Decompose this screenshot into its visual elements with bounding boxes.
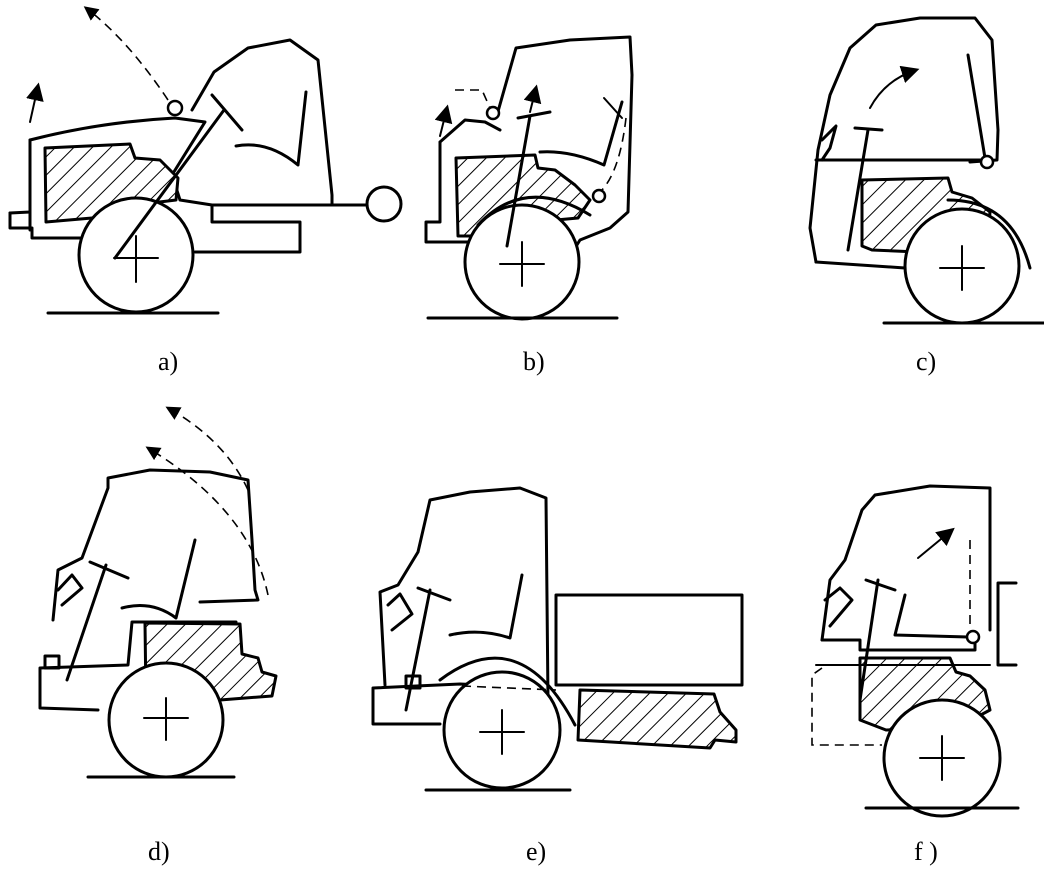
front-face [823,586,854,628]
wheel-center-cross [143,697,189,741]
wheel-center-cross [939,245,985,291]
tilt-arrow [917,527,955,559]
front-pivot [485,105,501,121]
rear-tilt-dash [601,117,627,191]
wheel-center-cross [479,709,525,755]
tilt-path-arrow [83,6,169,101]
lowered-cab-dash [811,667,882,746]
panel-label-d: d) [148,837,170,866]
steering-column [65,563,108,682]
panel-label-f: f ) [914,837,938,866]
engine-block [576,688,738,750]
steering-wheel [88,560,130,580]
chassis-outline [8,203,302,254]
steering-wheel [210,93,244,132]
steering-wheel [864,578,897,592]
steering-wheel [416,586,452,602]
seat [120,538,197,620]
front-lift-arrow [434,104,453,137]
steering-column [505,114,532,248]
rear-frame [996,581,1018,667]
cab-shell [808,16,1000,264]
seat [234,90,308,167]
panel-label-a: a) [158,347,178,376]
panel-label-e: e) [526,837,546,866]
rear-pivot [591,188,607,204]
panel-a [8,6,403,315]
wheel-center-cross [499,241,545,287]
tilt-pivot [166,99,184,117]
panel-e [371,486,744,792]
front-face [820,124,838,162]
body-lower [814,260,907,270]
steering-column [404,588,432,712]
wheel-center-cross [113,235,159,283]
inner-tilt-arrow [145,446,269,596]
front-tilt-dash [455,89,491,109]
seat [893,593,970,639]
steering-column [846,128,870,252]
cargo-box [554,593,744,687]
panel-b [424,35,634,321]
cab-floor [820,638,977,652]
wheel-arch [438,656,577,727]
panel-label-c: c) [916,347,936,376]
front-face [56,573,84,607]
panel-c [808,16,1044,325]
hood-lift-arrow [26,82,44,123]
cab-shell [378,486,550,702]
hood-body [28,38,334,232]
seat [538,100,624,167]
steering-column [113,108,226,260]
rear-pivot [979,154,995,170]
wheel-arch [946,198,1032,270]
cab-shell [820,484,992,642]
seat-back [966,53,987,160]
tow-ball [365,185,403,223]
hood-edge [8,138,32,215]
cab-shell [495,35,634,250]
panel-f [811,484,1020,818]
panel-d [38,406,278,779]
seat-back [603,97,623,119]
panel-label-b: b) [523,347,545,376]
cab-lift-arrow [523,84,542,113]
tilt-arrow [869,65,920,109]
steering-wheel [853,126,884,132]
front-bumper-block [43,654,61,670]
steering-wheel [516,110,552,120]
front-body [424,118,502,244]
axle-dash [461,685,557,691]
cab-shell [51,468,260,622]
front-face [386,592,414,632]
steering-column [858,578,880,702]
seat [448,573,524,640]
rear-pivot [965,629,981,645]
wheel-center-cross [919,735,965,781]
